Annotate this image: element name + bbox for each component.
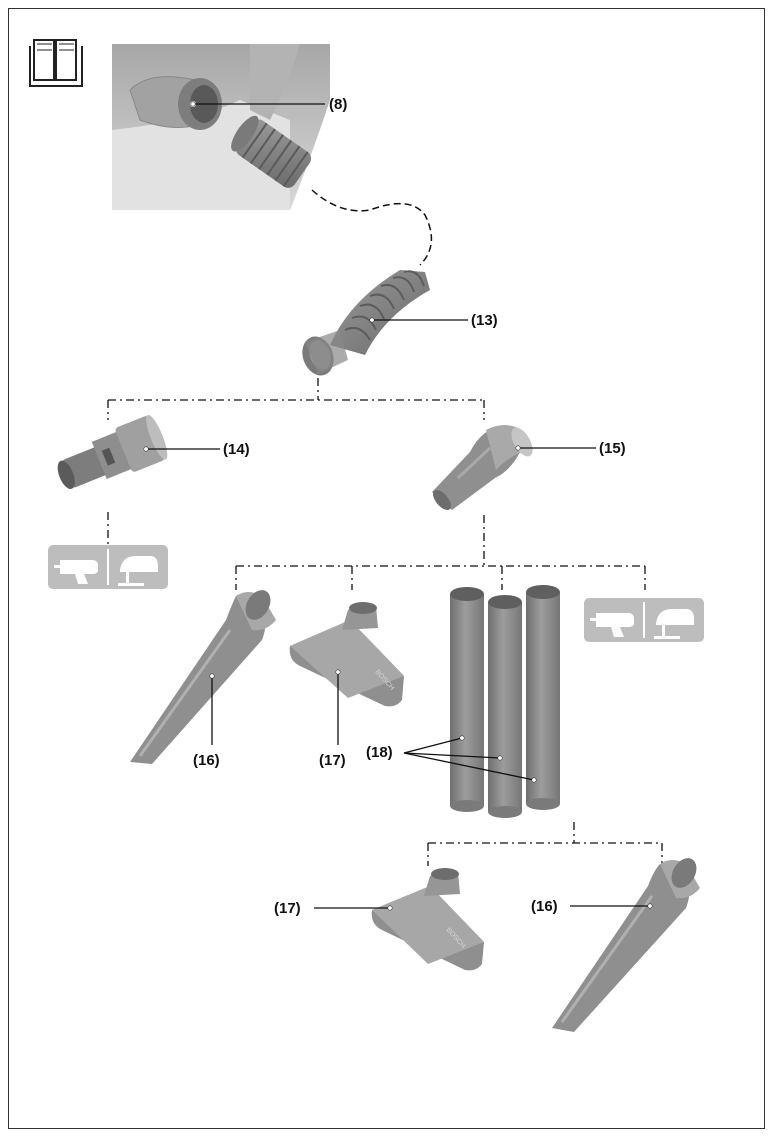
label-15: (15) xyxy=(599,440,626,457)
manual-book-icon xyxy=(29,39,83,87)
extension-tubes-18 xyxy=(450,585,560,818)
hose-route-line xyxy=(311,189,433,266)
label-18: (18) xyxy=(366,744,393,761)
hose-13 xyxy=(302,270,430,376)
tool-icons-right xyxy=(584,598,704,642)
branch-lines-bottom xyxy=(427,822,663,866)
tool-icons-left xyxy=(48,545,168,589)
drill-icon xyxy=(590,613,634,637)
leader-dots xyxy=(143,101,653,911)
drill-icon xyxy=(54,560,98,584)
jigsaw-icon xyxy=(654,609,694,639)
label-13: (13) xyxy=(471,312,498,329)
vacuum-port-photo xyxy=(112,44,330,210)
label-16-bottom: (16) xyxy=(531,898,558,915)
branch-lines-middle xyxy=(235,515,646,590)
label-17-bottom: (17) xyxy=(274,900,301,917)
label-8: (8) xyxy=(329,96,348,113)
crevice-nozzle-16-bottom xyxy=(552,858,700,1032)
branch-lines-top xyxy=(107,378,485,420)
adapter-14 xyxy=(57,414,168,489)
upholstery-nozzle-17-bottom: BOSCH xyxy=(371,868,484,971)
page-frame xyxy=(8,8,765,1129)
upholstery-nozzle-17-top: BOSCH xyxy=(289,602,404,707)
crevice-nozzle-16-top xyxy=(130,590,276,764)
label-16-top: (16) xyxy=(193,752,220,769)
label-17-top: (17) xyxy=(319,752,346,769)
label-14: (14) xyxy=(223,441,250,458)
leader-lines xyxy=(146,103,650,909)
adapter-15 xyxy=(432,425,533,510)
jigsaw-icon xyxy=(118,556,158,586)
